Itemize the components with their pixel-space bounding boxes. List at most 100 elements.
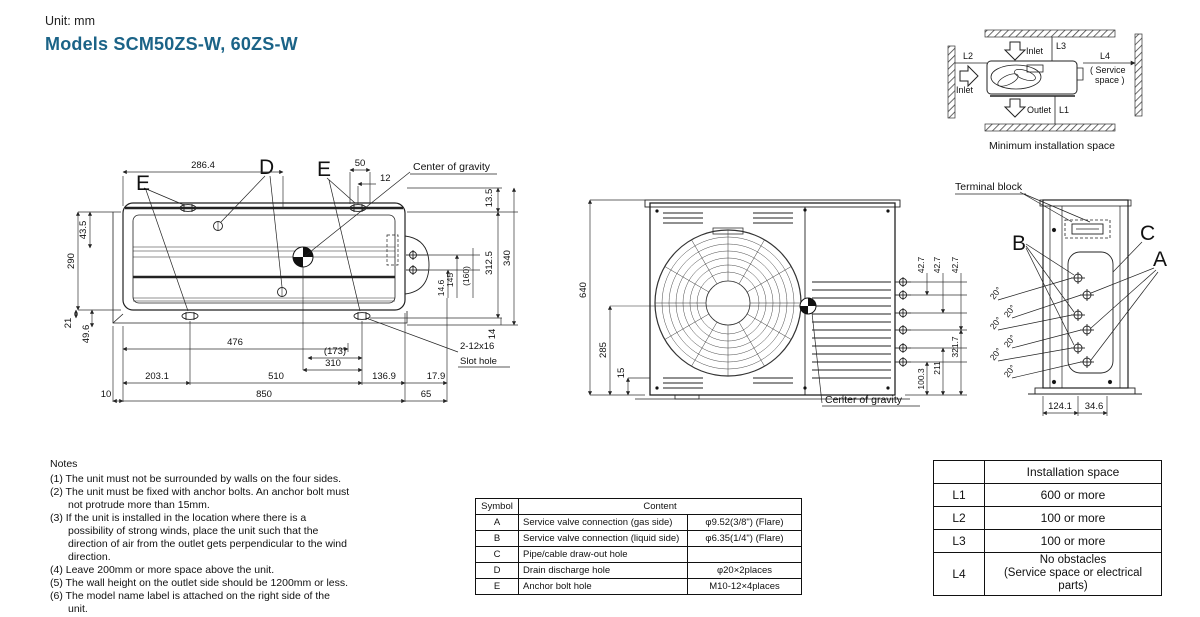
min-space-outlet-label: Outlet [1027,105,1052,115]
dim-21: 21 [63,318,74,329]
front-dims-right [905,273,967,396]
dim-17-9: 17.9 [427,371,446,382]
dim-340: 340 [502,250,513,266]
min-space-service-label-1: ( Service [1090,65,1126,75]
table-row: L4 No obstacles (Service space or electr… [933,552,1162,596]
unit-label: Unit: mm [45,14,95,28]
angle-20-5: 20° [988,346,1004,362]
dim-310: 310 [325,358,341,369]
install-l4: L4 [933,552,985,596]
angle-labels: 20° 20° 20° 20° 20° 20° [988,285,1018,379]
symbol-a-value: φ9.52(3/8") (Flare) [687,514,802,531]
center-of-gravity-symbol [133,246,395,370]
dim-lines-top [122,167,376,208]
base-pan [112,212,408,324]
install-header: Installation space [984,460,1162,484]
dim-510: 510 [268,371,284,382]
front-cog-label: Center of gravity [825,394,903,406]
dim-42-7-c: 42.7 [950,256,960,273]
dim-34-6: 34.6 [1085,401,1104,412]
space-lines [955,37,1136,124]
front-center-of-gravity [610,297,920,407]
callout-d: D [259,156,274,179]
dim-286-4: 286.4 [191,160,215,171]
min-space-l3-label: L3 [1056,41,1066,51]
top-view-drawing: E D E Center of gravity 2-12x16 Slot hol… [63,156,518,404]
dim-285: 285 [598,342,609,358]
dim-290: 290 [66,253,77,269]
dim-850: 850 [256,389,272,400]
min-space-inlet-left-label: Inlet [956,85,974,95]
dim-145: 145 [445,273,455,287]
min-space-l2-label: L2 [963,51,973,61]
install-table-header-row: Installation space [933,460,1162,484]
side-callout-leaders [955,191,1159,379]
symbol-b-value: φ6.35(1/4") (Flare) [687,530,802,547]
installation-space-table: Installation space L1 600 or more L2 100… [933,460,1162,596]
dim-12: 12 [380,173,391,184]
symbol-d-content: Drain discharge hole [518,562,688,579]
side-vent-lines [812,281,891,379]
symbol-a-content: Service valve connection (gas side) [518,514,688,531]
callout-b: B [1012,232,1026,255]
note-item-2: (2) The unit must be fixed with anchor b… [50,486,350,512]
callout-e1: E [136,172,150,195]
fan-grille [654,227,802,377]
dim-50: 50 [355,158,366,169]
unit-body [122,202,430,311]
table-row: B Service valve connection (liquid side)… [475,530,802,547]
note-item-5: (5) The wall height on the outlet side s… [50,577,349,590]
callout-a: A [1153,248,1167,271]
page-title: Models SCM50ZS-W, 60ZS-W [45,34,298,54]
service-valves [406,250,428,275]
install-l3: L3 [933,529,985,553]
side-dims-bottom [1042,396,1108,416]
symbol-table-header-row: Symbol Content [475,498,802,515]
symbol-a: A [475,514,519,531]
install-l2-value: 100 or more [984,506,1162,530]
corner-screws [655,208,890,390]
table-row: L3 100 or more [933,529,1162,553]
min-space-l4-label: L4 [1100,51,1110,61]
dim-lines-right [370,187,518,326]
angle-20-4: 20° [1002,333,1018,349]
dim-15: 15 [616,368,627,379]
flow-arrows [959,41,1027,118]
dim-173: (173) [324,346,346,357]
symbol-d-value: φ20×2places [687,562,802,579]
notes-title: Notes [50,458,78,470]
install-l2: L2 [933,506,985,530]
dim-42-7-a: 42.7 [916,256,926,273]
dim-lines-bottom [112,298,448,404]
angle-20-3: 20° [988,315,1004,331]
dim-42-7-b: 42.7 [932,256,942,273]
dim-14-6: 14.6 [436,279,446,296]
symbol-table: Symbol Content A Service valve connectio… [475,498,802,595]
content-col-header: Content [518,498,802,515]
dim-312-5: 312.5 [484,251,495,275]
dim-43-5: 43.5 [78,221,89,240]
dim-100-3: 100.3 [916,368,926,390]
notes-block: Notes (1) The unit must not be surrounde… [50,458,350,616]
table-row: L2 100 or more [933,506,1162,530]
table-row: E Anchor bolt hole M10-12×4places [475,578,802,595]
install-l3-value: 100 or more [984,529,1162,553]
symbol-e-value: M10-12×4places [687,578,802,595]
symbol-e-content: Anchor bolt hole [518,578,688,595]
install-l4-line2: (Service space or electrical parts) [1003,567,1143,593]
side-view-drawing: Terminal block B C A 20° 20° 20° 20° 20°… [955,181,1167,416]
outdoor-unit-small [986,60,1084,97]
dim-211: 211 [932,361,942,375]
angle-20-6: 20° [1002,363,1018,379]
top-louver-slats [663,212,793,389]
dim-10: 10 [101,389,112,400]
dim-65: 65 [421,389,432,400]
front-dims-left [587,199,650,396]
dim-136-9: 136.9 [372,371,396,382]
install-l1: L1 [933,483,985,507]
symbol-d: D [475,562,519,579]
slot-hole-label-1: 2-12x16 [460,341,494,352]
table-row: D Drain discharge hole φ20×2places [475,562,802,579]
callout-c: C [1140,222,1155,245]
